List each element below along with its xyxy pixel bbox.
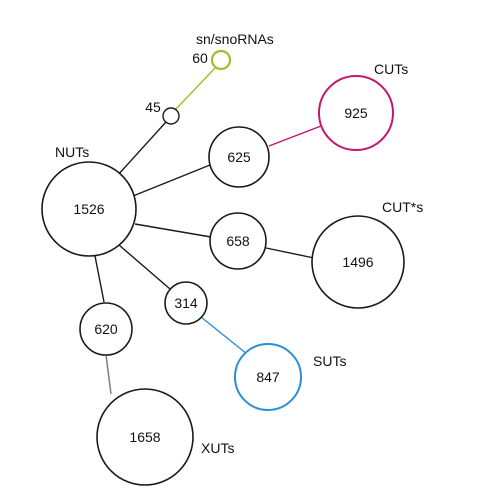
node-cut-star-s-value: 1496 bbox=[342, 254, 373, 270]
edge-nuts-620 bbox=[94, 255, 105, 303]
label-xuts: XUTs bbox=[201, 440, 234, 456]
edge-314-suts bbox=[200, 316, 248, 355]
edge-45-sn-snorna bbox=[175, 66, 217, 110]
node-45-value: 45 bbox=[145, 99, 161, 115]
edge-658-cut-star-s bbox=[265, 247, 315, 259]
label-suts: SUTs bbox=[313, 353, 346, 369]
node-658-value: 658 bbox=[226, 233, 250, 249]
node-xuts bbox=[96, 388, 194, 486]
label-sn-snorna: sn/snoRNAs bbox=[196, 31, 274, 47]
node-314 bbox=[164, 281, 208, 325]
node-658 bbox=[209, 212, 267, 270]
label-cuts: CUTs bbox=[374, 61, 408, 77]
node-cuts-value: 925 bbox=[344, 105, 368, 121]
node-314-value: 314 bbox=[174, 295, 198, 311]
edge-625-cuts bbox=[268, 125, 322, 147]
node-cut-star-s bbox=[311, 215, 405, 309]
node-625-value: 625 bbox=[227, 149, 251, 165]
node-45 bbox=[162, 107, 180, 125]
node-625 bbox=[208, 126, 270, 188]
node-cuts bbox=[318, 75, 394, 151]
edge-nuts-625 bbox=[132, 164, 211, 197]
edge-nuts-45 bbox=[116, 121, 167, 177]
label-cut-star-s: CUT*s bbox=[382, 199, 423, 215]
node-sn-snorna-value: 60 bbox=[192, 50, 208, 66]
node-620-value: 620 bbox=[94, 321, 118, 337]
node-xuts-value: 1658 bbox=[129, 429, 160, 445]
node-sn-snorna bbox=[210, 49, 232, 71]
edge-620-xuts bbox=[105, 354, 112, 395]
edge-nuts-658 bbox=[134, 223, 212, 238]
edge-nuts-314 bbox=[118, 244, 171, 290]
node-nuts bbox=[41, 161, 137, 257]
node-suts bbox=[234, 343, 302, 411]
label-nuts: NUTs bbox=[55, 144, 89, 160]
node-suts-value: 847 bbox=[256, 369, 280, 385]
node-nuts-value: 1526 bbox=[73, 201, 104, 217]
node-620 bbox=[79, 302, 133, 356]
